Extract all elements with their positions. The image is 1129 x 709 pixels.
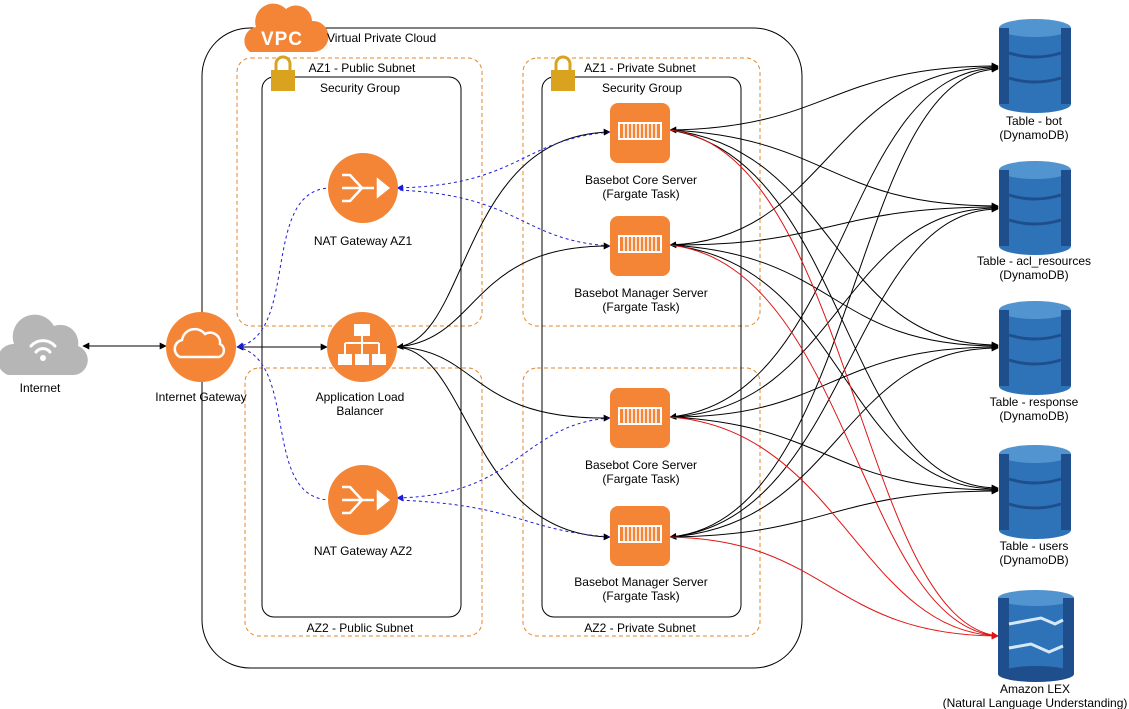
table-bot-label-line1: Table - bot	[1006, 114, 1063, 128]
core-server-az1-label-line2: (Fargate Task)	[602, 187, 679, 201]
internet-label: Internet	[20, 381, 61, 395]
subnet-az1-public-label: AZ1 - Public Subnet	[309, 61, 416, 75]
amazon-lex-label-line1: Amazon LEX	[1000, 682, 1070, 696]
vpc-badge: VPC	[261, 29, 303, 50]
vpc-cloud-icon	[244, 3, 329, 53]
internet-gateway-label: Internet Gateway	[155, 390, 246, 404]
dynamodb-table-icon	[999, 445, 1071, 539]
load-balancer-icon	[327, 312, 397, 382]
nat-gateway-icon	[328, 153, 398, 223]
manager-server-az2-label-line2: (Fargate Task)	[602, 589, 679, 603]
dynamodb-table-icon	[999, 19, 1071, 113]
nat-gateway-az2-label: NAT Gateway AZ2	[314, 544, 413, 558]
core-server-az1-label-line1: Basebot Core Server	[585, 173, 697, 187]
lock-icon	[271, 55, 295, 91]
table-users-label-line1: Table - users	[1000, 539, 1069, 553]
nat-gateway-az1-label: NAT Gateway AZ1	[314, 234, 413, 248]
nat-gateway-icon	[328, 465, 398, 535]
table-response-label-line1: Table - response	[990, 395, 1079, 409]
dynamodb-table-icon	[999, 301, 1071, 395]
lock-icon	[551, 55, 575, 91]
table-bot-label-line2: (DynamoDB)	[999, 128, 1068, 142]
manager-server-az1-label-line2: (Fargate Task)	[602, 300, 679, 314]
security-group-label: Security Group	[320, 81, 400, 95]
manager-server-az2-label-line1: Basebot Manager Server	[574, 575, 707, 589]
core-server-az2-label-line2: (Fargate Task)	[602, 472, 679, 486]
connections	[82, 62, 999, 541]
fargate-task-icon	[610, 216, 670, 276]
dynamodb-table-icon	[999, 161, 1071, 255]
lex-connections	[669, 129, 999, 640]
core-server-az2-label-line1: Basebot Core Server	[585, 458, 697, 472]
nat-connections	[236, 131, 611, 538]
table-response-label-line2: (DynamoDB)	[999, 409, 1068, 423]
subnet-az1-private-label: AZ1 - Private Subnet	[584, 61, 696, 75]
fargate-task-icon	[610, 388, 670, 448]
vpc-label: Virtual Private Cloud	[327, 31, 436, 45]
internet-cloud-icon	[0, 314, 88, 375]
internet-gateway-icon	[166, 312, 236, 382]
subnet-az2-public	[244, 367, 483, 637]
manager-server-az1-label-line1: Basebot Manager Server	[574, 286, 707, 300]
amazon-lex-icon	[998, 590, 1074, 682]
vpc-boundary	[201, 27, 803, 669]
security-group-label: Security Group	[602, 81, 682, 95]
fargate-task-icon	[610, 103, 670, 163]
table-acl-label-line1: Table - acl_resources	[977, 254, 1091, 268]
subnet-az2-public-label: AZ2 - Public Subnet	[307, 621, 414, 635]
alb-label-line2: Balancer	[336, 404, 383, 418]
amazon-lex-label-line2: (Natural Language Understanding)	[943, 696, 1128, 709]
alb-label-line1: Application Load	[316, 390, 405, 404]
fargate-task-icon	[610, 506, 670, 566]
table-acl-label-line2: (DynamoDB)	[999, 268, 1068, 282]
subnet-az2-private-label: AZ2 - Private Subnet	[584, 621, 696, 635]
table-users-label-line2: (DynamoDB)	[999, 553, 1068, 567]
